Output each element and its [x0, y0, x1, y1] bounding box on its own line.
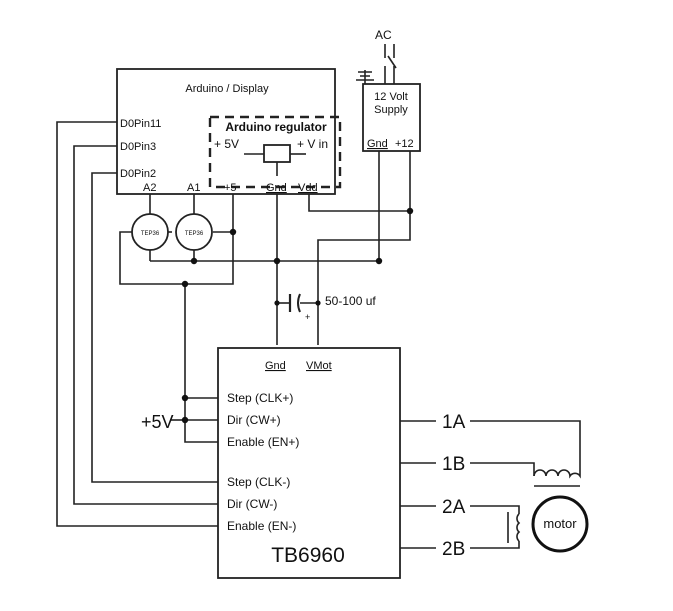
pin11-label: D0Pin11 — [120, 118, 161, 130]
arduino-vdd-label: Vdd — [298, 182, 318, 194]
svg-text:TEP36: TEP36 — [141, 231, 160, 237]
capacitor: + — [288, 293, 310, 322]
regulator-symbol — [244, 144, 306, 176]
arduino-gnd-label: Gnd — [266, 182, 287, 194]
input-dir-minus: Dir (CW-) — [227, 497, 277, 511]
vmot-wire — [308, 193, 411, 345]
power-supply-box — [362, 83, 421, 152]
temp-sensor-a1: TEP36 — [175, 213, 213, 251]
coil2-top-wire — [470, 505, 520, 514]
pin2-wire — [91, 172, 218, 483]
pin3-label: D0Pin3 — [120, 141, 156, 153]
output-1a: 1A — [442, 412, 466, 433]
earth-symbol-icon — [356, 71, 374, 81]
output-2a: 2A — [442, 497, 466, 518]
supply-line2: Supply — [374, 104, 408, 116]
motor-icon — [531, 495, 589, 553]
input-step-minus: Step (CLK-) — [227, 475, 290, 489]
regulator-label: Arduino regulator — [225, 120, 327, 134]
regulator-5v-label: + 5V — [214, 137, 239, 151]
regulator-dashed-box — [208, 115, 342, 189]
supply-plus12-label: +12 — [395, 138, 414, 150]
temp-sensor-a2: TEP36 — [131, 213, 169, 251]
input-dir-plus: Dir (CW+) — [227, 413, 281, 427]
coil-a-icon — [533, 469, 581, 487]
motor-label: motor — [543, 516, 577, 531]
input-enable-minus: Enable (EN-) — [227, 519, 296, 533]
arduino-box — [116, 68, 336, 195]
a1-label: A1 — [187, 182, 200, 194]
coil-b-icon — [507, 512, 521, 543]
output-1b: 1B — [442, 454, 465, 475]
driver-vmot-label: VMot — [306, 360, 332, 372]
ac-label: AC — [375, 28, 392, 42]
pin11-wire — [56, 121, 218, 527]
pin3-wire — [73, 145, 218, 505]
driver-box — [217, 347, 401, 579]
junctions — [181, 207, 414, 424]
coil1-bottom-wire — [470, 462, 535, 476]
plus5v-label: +5V — [141, 412, 174, 432]
driver-gnd-label: Gnd — [265, 360, 286, 372]
sensor2-left-wire — [119, 231, 185, 285]
output-2b: 2B — [442, 539, 465, 560]
arduino-title: Arduino / Display — [185, 83, 269, 95]
plus5-label: +5 — [224, 182, 237, 194]
coil2-bottom-wire — [470, 541, 520, 549]
svg-text:TEP36: TEP36 — [185, 231, 204, 237]
supply-line1: 12 Volt — [374, 91, 408, 103]
supply-gnd-label: Gnd — [367, 138, 388, 150]
regulator-vin-label: + V in — [297, 137, 328, 151]
input-enable-plus: Enable (EN+) — [227, 435, 299, 449]
capacitor-label: 50-100 uf — [325, 294, 376, 308]
ac-switch — [387, 55, 397, 69]
a2-label: A2 — [143, 182, 156, 194]
pin2-label: D0Pin2 — [120, 168, 156, 180]
input-step-plus: Step (CLK+) — [227, 391, 293, 405]
driver-name: TB6960 — [271, 544, 345, 567]
cap-plus-sign: + — [305, 312, 310, 322]
coil1-top-wire — [470, 420, 581, 470]
